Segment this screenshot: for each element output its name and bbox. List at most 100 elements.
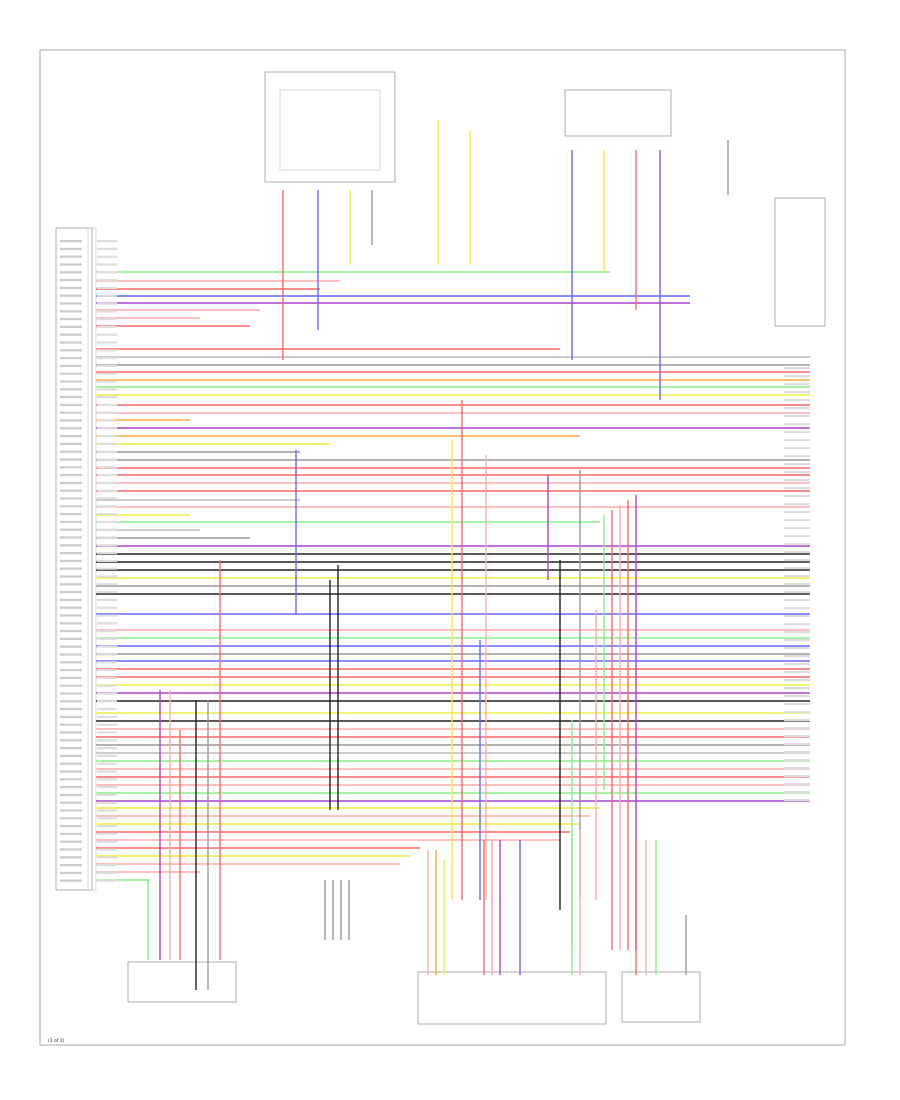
pin-label (60, 739, 82, 742)
bottom-center-connector (417, 971, 607, 1025)
pin-label-layer (60, 240, 810, 882)
terminal-label (784, 367, 810, 370)
terminal-label (784, 655, 810, 658)
terminal-label (784, 455, 810, 458)
pin-label (60, 692, 82, 695)
pin-label (60, 786, 82, 789)
terminal-label (784, 511, 810, 514)
wire-code-label (97, 279, 117, 282)
top-switch-box (564, 89, 672, 137)
wire-code-label (97, 825, 117, 828)
wire-code-label (97, 411, 117, 414)
wire-code-label (97, 848, 117, 851)
wire-code-label (97, 325, 117, 328)
terminal-label (784, 447, 810, 450)
wire-code-label (97, 801, 117, 804)
wire-code-label (97, 832, 117, 835)
wire-code-label (97, 739, 117, 742)
wire-code-label (97, 513, 117, 516)
pin-label (60, 762, 82, 765)
diagram-frame (39, 49, 846, 1046)
pin-label (60, 364, 82, 367)
pin-label (60, 848, 82, 851)
pin-label (60, 247, 82, 250)
top-relay-box (264, 71, 396, 183)
wire-code-label (97, 591, 117, 594)
pin-label (60, 801, 82, 804)
pin-label (60, 840, 82, 843)
terminal-label (784, 567, 810, 570)
wire-code-label (97, 481, 117, 484)
terminal-label (784, 503, 810, 506)
pin-label (60, 403, 82, 406)
wire-code-label (97, 372, 117, 375)
wire-code-label (97, 435, 117, 438)
pin-label (60, 747, 82, 750)
wire-code-label (97, 684, 117, 687)
wire-code-label (97, 255, 117, 258)
terminal-label (784, 391, 810, 394)
wire-code-label (97, 466, 117, 469)
wire-code-label (97, 357, 117, 360)
wire-code-label (97, 247, 117, 250)
wire-code-label (97, 661, 117, 664)
pin-label (60, 708, 82, 711)
terminal-label (784, 639, 810, 642)
pin-label (60, 279, 82, 282)
pin-label (60, 552, 82, 555)
terminal-label (784, 495, 810, 498)
terminal-label (784, 415, 810, 418)
wire-code-label (97, 286, 117, 289)
wire-code-label (97, 879, 117, 882)
wire-code-label (97, 606, 117, 609)
pin-label (60, 871, 82, 874)
terminal-label (784, 695, 810, 698)
pin-label (60, 793, 82, 796)
terminal-label (784, 431, 810, 434)
pin-label (60, 255, 82, 258)
pin-label (60, 466, 82, 469)
terminal-label (784, 439, 810, 442)
pin-label (60, 240, 82, 243)
wire-code-label (97, 388, 117, 391)
wire-code-label (97, 762, 117, 765)
wire-code-label (97, 240, 117, 243)
vertical-wire-layer (147, 120, 729, 990)
ecu-connector-block (55, 227, 97, 891)
wire-code-label (97, 271, 117, 274)
pin-label (60, 505, 82, 508)
terminal-label (784, 463, 810, 466)
pin-label (60, 669, 82, 672)
pin-label (60, 341, 82, 344)
pin-label (60, 481, 82, 484)
terminal-label (784, 631, 810, 634)
wire-code-label (97, 817, 117, 820)
terminal-label (784, 703, 810, 706)
pin-label (60, 778, 82, 781)
pin-label (60, 520, 82, 523)
pin-label (60, 458, 82, 461)
pin-label (60, 419, 82, 422)
terminal-label (784, 671, 810, 674)
terminal-label (784, 583, 810, 586)
wire-code-label (97, 622, 117, 625)
wire-code-label (97, 536, 117, 539)
pin-label (60, 832, 82, 835)
wire-code-label (97, 645, 117, 648)
terminal-label (784, 623, 810, 626)
pin-label (60, 614, 82, 617)
pin-label (60, 294, 82, 297)
wire-code-label (97, 864, 117, 867)
wire-code-label (97, 489, 117, 492)
terminal-label (784, 711, 810, 714)
wire-code-label (97, 310, 117, 313)
wire-code-label (97, 583, 117, 586)
pin-label (60, 263, 82, 266)
pin-label (60, 325, 82, 328)
pin-label (60, 513, 82, 516)
terminal-label (784, 591, 810, 594)
pin-label (60, 591, 82, 594)
wire-code-label (97, 427, 117, 430)
pin-label (60, 606, 82, 609)
wire-code-label (97, 567, 117, 570)
